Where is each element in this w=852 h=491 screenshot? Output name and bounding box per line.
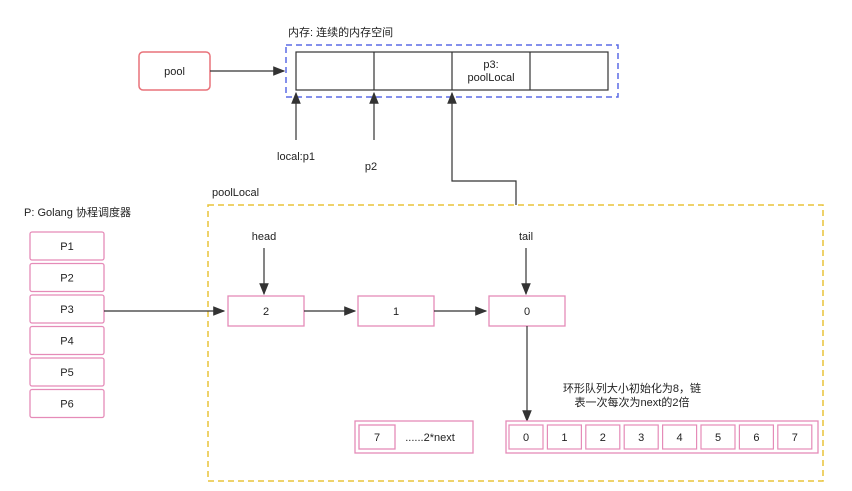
scheduler-item-p2: P2 <box>29 262 105 293</box>
scheduler-title: P: Golang 协程调度器 <box>24 205 131 219</box>
local-p1-label: local:p1 <box>277 151 315 163</box>
ring-cell: 4 <box>661 424 698 450</box>
scheduler-item-p3: P3 <box>29 294 105 324</box>
list-node-1-label: 2 <box>263 306 269 318</box>
pool-local-dashed-frame <box>207 204 824 482</box>
ring-cell-label: 1 <box>561 432 567 444</box>
memory-slot3-line2: poolLocal <box>467 72 514 84</box>
next-block-value-cell <box>358 424 396 450</box>
list-node-3-label: 0 <box>524 306 530 318</box>
ring-cell-label: 4 <box>677 432 683 444</box>
ring-cell: 7 <box>777 424 813 450</box>
scheduler-item-label: P2 <box>60 273 73 285</box>
next-block-value: 7 <box>374 432 380 444</box>
scheduler-item-p1: P1 <box>29 231 105 261</box>
scheduler-item-p4: P4 <box>29 325 105 356</box>
pool-label: pool <box>164 66 185 78</box>
scheduler-item-label: P6 <box>60 399 73 411</box>
ring-cell-label: 5 <box>715 432 721 444</box>
ring-note-line1: 环形队列大小初始化为8，链 <box>563 381 701 395</box>
ring-cell: 3 <box>623 424 659 450</box>
ring-note-line2: 表一次每次为next的2倍 <box>575 395 690 409</box>
ring-cell-label: 2 <box>600 432 606 444</box>
memory-title: 内存: 连续的内存空间 <box>288 25 393 39</box>
scheduler-item-label: P3 <box>60 304 73 316</box>
memory-slot3-line1: p3: <box>483 59 498 71</box>
next-block-text: ......2*next <box>405 432 455 444</box>
scheduler-item-label: P1 <box>60 241 73 253</box>
ring-cell: 1 <box>546 424 583 450</box>
ring-buffer: 0 1 2 3 4 5 6 7 <box>505 420 819 454</box>
ring-cell-label: 6 <box>753 432 759 444</box>
list-node-1 <box>227 295 305 327</box>
pool-local-title: poolLocal <box>212 187 259 199</box>
ring-cell-label: 0 <box>523 432 529 444</box>
ring-cell: 2 <box>585 424 621 450</box>
scheduler-item-label: P5 <box>60 367 73 379</box>
poollocal-to-p3-arrow <box>447 91 517 205</box>
ring-cell-label: 3 <box>638 432 644 444</box>
list-node-2-label: 1 <box>393 306 399 318</box>
ring-cell: 6 <box>738 424 775 450</box>
scheduler-item-p6: P6 <box>29 388 105 419</box>
ring-cell-label: 7 <box>792 432 798 444</box>
scheduler-item-p5: P5 <box>29 357 105 387</box>
head-label: head <box>252 231 276 243</box>
list-node-3 <box>488 295 566 327</box>
ring-cell: 0 <box>508 424 544 450</box>
scheduler-item-label: P4 <box>60 336 73 348</box>
tail-label: tail <box>519 231 533 243</box>
p2-label: p2 <box>365 161 377 173</box>
ring-cell: 5 <box>700 424 736 450</box>
